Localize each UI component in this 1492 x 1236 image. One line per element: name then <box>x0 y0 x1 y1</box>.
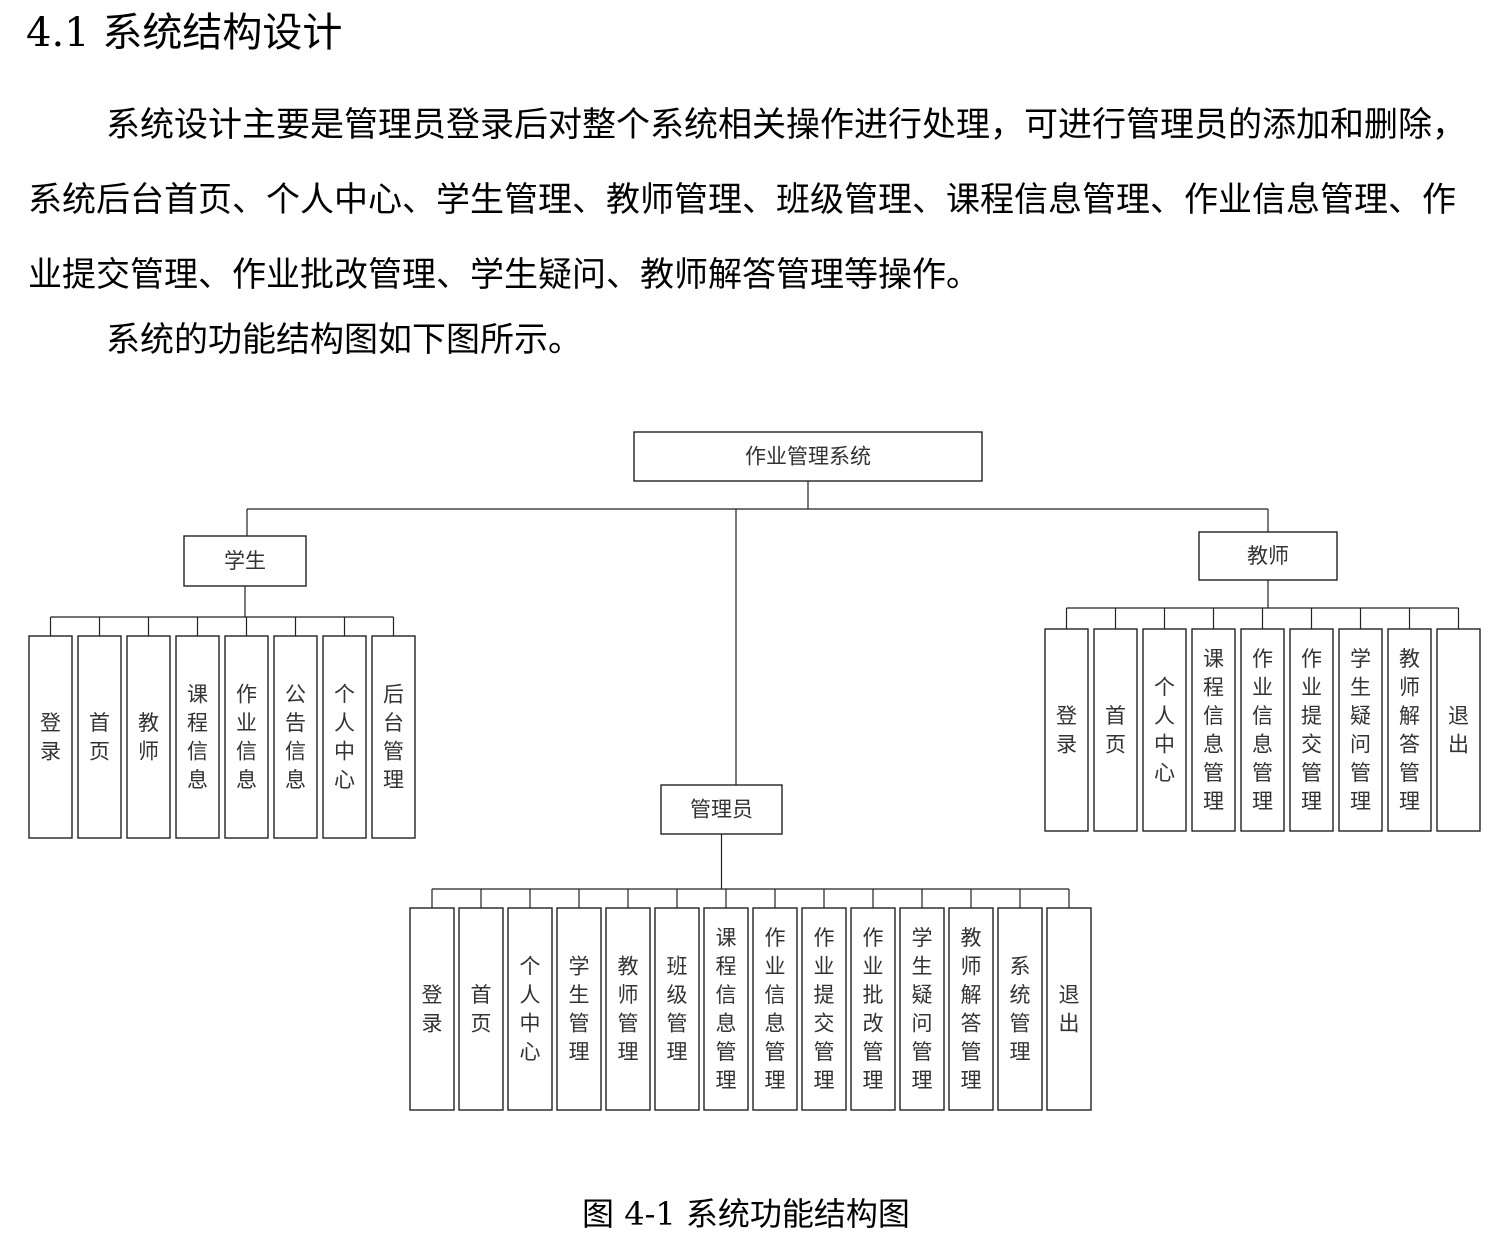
group-1-item-4-node <box>605 907 651 1111</box>
group-2-item-0-label: 登录 <box>1056 704 1077 757</box>
group-2-item-1-label: 首页 <box>1105 704 1126 757</box>
group-0-item-2-node <box>126 635 171 839</box>
group-1-label: 管理员 <box>690 798 753 822</box>
group-1-item-1-label: 首页 <box>471 983 492 1036</box>
group-1-item-3-label: 学生管理 <box>569 954 590 1064</box>
group-2-item-4-node <box>1240 628 1285 832</box>
group-0-item-1-node <box>77 635 122 839</box>
figure-caption: 图 4-1 系统功能结构图 <box>582 1195 910 1233</box>
group-2-label: 教师 <box>1247 544 1289 568</box>
group-1-item-2-label: 个人中心 <box>520 954 541 1064</box>
group-1-item-5-label: 班级管理 <box>667 954 688 1064</box>
group-2-item-5-label: 作业提交管理 <box>1301 647 1322 814</box>
group-0-item-7-node <box>371 635 416 839</box>
diagram-intro-paragraph: 系统的功能结构图如下图所示。 <box>106 320 582 360</box>
group-0-item-7-label: 后台管理 <box>383 682 404 792</box>
group-1-item-12-label: 系统管理 <box>1010 954 1031 1064</box>
group-0-label: 学生 <box>224 549 266 573</box>
group-1-item-0-node <box>409 907 455 1111</box>
group-0-item-0-node <box>28 635 73 839</box>
group-1-item-9-label: 作业批改管理 <box>863 926 884 1093</box>
group-2-item-1-node <box>1093 628 1138 832</box>
root-node-label: 作业管理系统 <box>745 445 871 469</box>
group-0-item-4-node <box>224 635 269 839</box>
group-0-item-1-label: 首页 <box>89 711 110 764</box>
group-2-item-7-node <box>1387 628 1432 832</box>
group-2-node <box>1198 531 1338 581</box>
group-0-item-3-node <box>175 635 220 839</box>
group-2-item-8-label: 退出 <box>1448 704 1469 757</box>
group-1-item-5-node <box>654 907 700 1111</box>
group-0-item-0-label: 登录 <box>40 711 61 764</box>
group-0-item-5-node <box>273 635 318 839</box>
group-1-item-4-label: 教师管理 <box>618 954 639 1064</box>
group-0-item-2-label: 教师 <box>138 711 159 764</box>
group-0-item-6-label: 个人中心 <box>334 682 355 792</box>
group-1-item-6-label: 课程信息管理 <box>716 926 737 1093</box>
group-1-item-8-node <box>801 907 847 1111</box>
group-0-item-5-label: 公告信息 <box>285 682 306 792</box>
group-2-item-3-label: 课程信息管理 <box>1203 647 1224 814</box>
group-0-item-3-label: 课程信息 <box>187 682 208 792</box>
group-2-item-8-node <box>1436 628 1481 832</box>
group-2-item-2-label: 个人中心 <box>1154 675 1175 785</box>
group-1-item-7-node <box>752 907 798 1111</box>
group-1-item-9-node <box>850 907 896 1111</box>
section-heading: 4.1 系统结构设计 <box>26 10 343 56</box>
group-2-item-4-label: 作业信息管理 <box>1252 647 1273 814</box>
group-1-item-1-node <box>458 907 504 1111</box>
group-1-item-10-node <box>899 907 945 1111</box>
group-1-item-8-label: 作业提交管理 <box>814 926 835 1093</box>
group-2-item-3-node <box>1191 628 1236 832</box>
group-1-item-13-label: 退出 <box>1059 983 1080 1036</box>
group-1-item-6-node <box>703 907 749 1111</box>
group-1-item-10-label: 学生疑问管理 <box>912 926 933 1093</box>
intro-paragraph: 系统设计主要是管理员登录后对整个系统相关操作进行处理，可进行管理员的添加和删除，… <box>28 105 1466 295</box>
group-2-item-7-label: 教师解答管理 <box>1399 647 1420 814</box>
group-1-item-11-node <box>948 907 994 1111</box>
group-1-item-7-label: 作业信息管理 <box>765 926 786 1093</box>
group-2-item-6-label: 学生疑问管理 <box>1350 647 1371 814</box>
group-2-item-2-node <box>1142 628 1187 832</box>
group-0-item-6-node <box>322 635 367 839</box>
group-2-item-6-node <box>1338 628 1383 832</box>
group-0-node <box>183 535 307 587</box>
group-2-item-5-node <box>1289 628 1334 832</box>
root-node <box>633 431 983 482</box>
group-2-item-0-node <box>1044 628 1089 832</box>
group-1-item-3-node <box>556 907 602 1111</box>
group-1-item-11-label: 教师解答管理 <box>961 926 982 1093</box>
group-1-item-0-label: 登录 <box>422 983 443 1036</box>
group-1-item-2-node <box>507 907 553 1111</box>
group-0-item-4-label: 作业信息 <box>236 682 257 792</box>
group-1-item-12-node <box>997 907 1043 1111</box>
group-1-item-13-node <box>1046 907 1092 1111</box>
